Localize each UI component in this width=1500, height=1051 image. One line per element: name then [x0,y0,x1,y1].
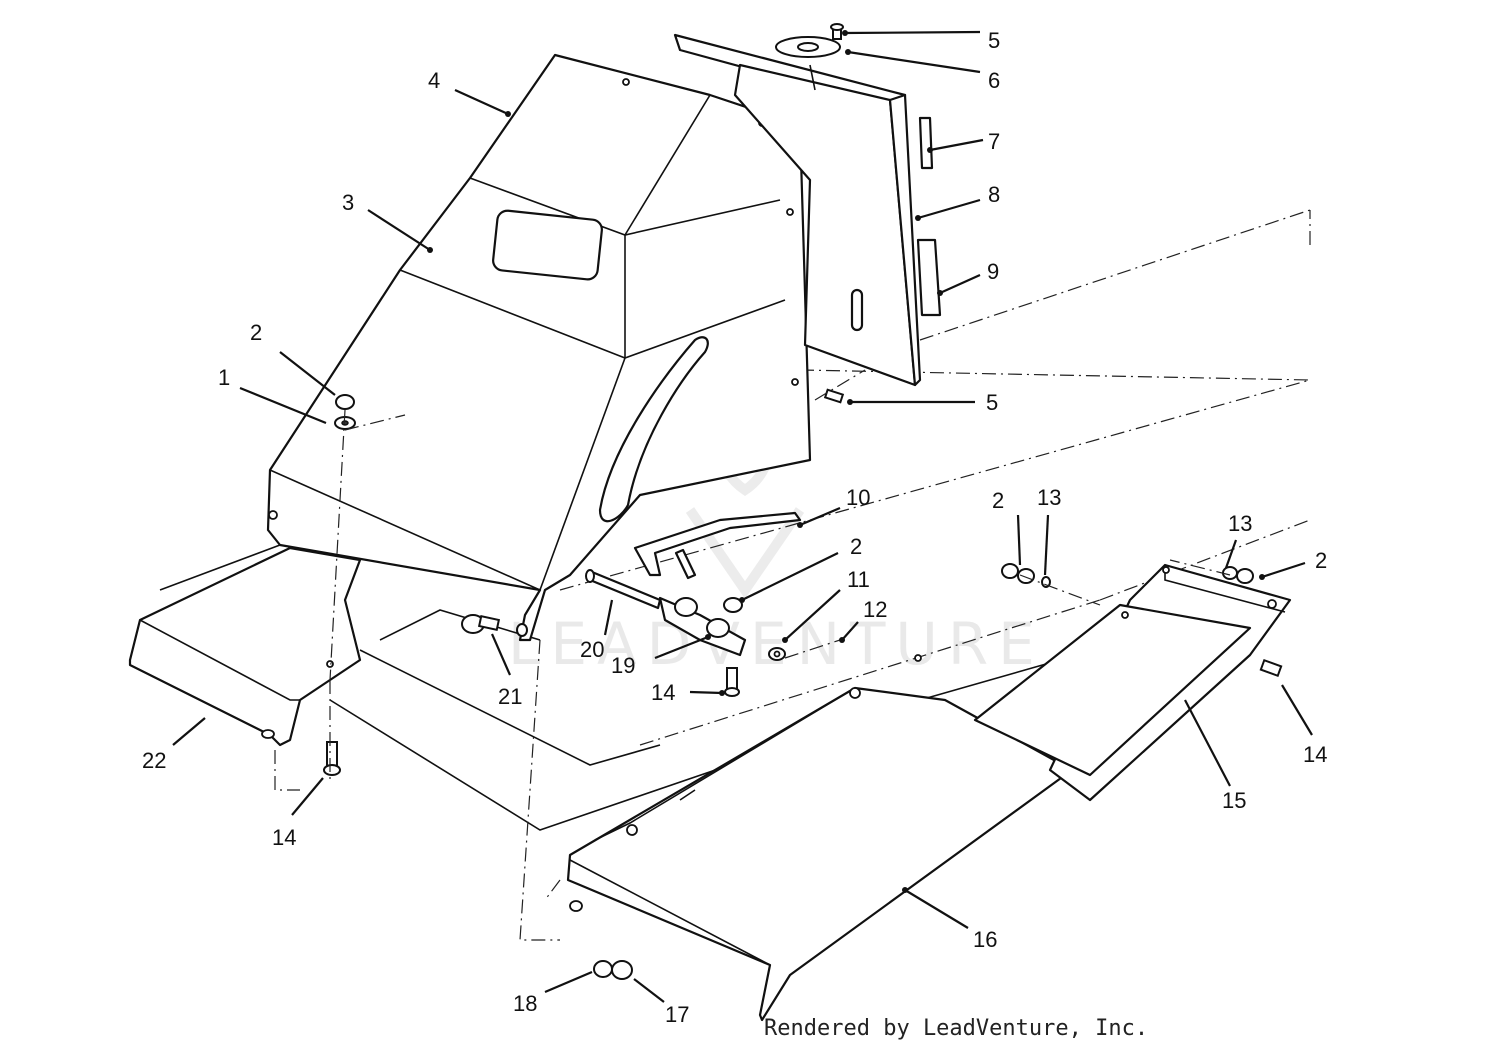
bracket-slot [850,288,864,332]
callout-19: 19 [611,653,635,678]
callout-17: 17 [665,1002,689,1027]
hinge-rod-10 [633,511,802,577]
screw-5-top [830,23,844,40]
callout-13-right: 13 [1228,511,1252,536]
callout-5-top: 5 [988,28,1000,53]
grommet-6 [775,36,841,58]
rear-bracket-plate [673,33,942,387]
part-7-tab [918,116,934,170]
callout-13-middle: 13 [1037,485,1061,510]
panel-15-recess [973,603,1252,777]
callout-21: 21 [498,684,522,709]
panel-16 [566,686,1074,1022]
callout-11: 11 [847,567,870,592]
hardware [323,23,1283,980]
callout-1: 1 [218,365,230,390]
callout-labels: 5 6 4 7 8 3 9 2 1 5 10 2 13 13 2 2 11 12… [142,28,1327,1027]
hood-side-slot [598,336,709,523]
hinge-pin-short [674,548,697,580]
front-footrest-panel [566,686,1074,1022]
render-credit: Rendered by LeadVenture, Inc. [764,1016,1149,1041]
bolt-14-center [724,667,740,697]
bolt-14-right [1259,658,1283,678]
bolt-21 [461,614,528,637]
hinge-pin-20 [588,570,662,610]
nut-17-washer-18 [593,960,633,980]
watermark: LEADVENTURE [508,382,1045,678]
callout-2-left: 2 [250,320,262,345]
callout-12: 12 [863,597,887,622]
callout-14-left: 14 [272,825,296,850]
bolt-14-left [323,741,341,776]
callout-22: 22 [142,748,166,773]
rear-edge-flange [888,93,922,387]
nuts-2-13-right [1222,566,1254,584]
callout-10: 10 [846,485,870,510]
callout-2-hinge: 2 [850,534,862,559]
callout-7: 7 [988,129,1000,154]
callout-4: 4 [428,68,440,93]
callout-20: 20 [580,637,604,662]
callout-2-middle: 2 [992,488,1004,513]
callout-3: 3 [342,190,354,215]
watermark-chevron-icon [685,507,805,599]
panel-22 [128,546,362,747]
callout-8: 8 [988,182,1000,207]
callout-14-center: 14 [651,680,675,705]
callout-5-side: 5 [986,390,998,415]
hood-upper-panel [266,53,812,642]
leader-lines [172,30,1313,1003]
alignment-lines [274,369,1231,941]
callout-2-right: 2 [1315,548,1327,573]
hood-window [492,209,603,281]
hinge-assembly [585,511,802,661]
hood-housing [266,53,812,642]
callout-16: 16 [973,927,997,952]
callout-15: 15 [1222,788,1246,813]
nut-2-left [335,394,355,410]
callout-6: 6 [988,68,1000,93]
callout-18: 18 [513,991,537,1016]
screw-5-side [823,388,845,404]
callout-9: 9 [987,259,999,284]
left-step-panel [128,546,362,747]
callout-14-right: 14 [1303,742,1327,767]
watermark-text: LEADVENTURE [508,610,1045,678]
part-9-tab [916,238,942,317]
right-tray-panel [914,563,1292,802]
nuts-2-13-middle [1001,563,1051,588]
